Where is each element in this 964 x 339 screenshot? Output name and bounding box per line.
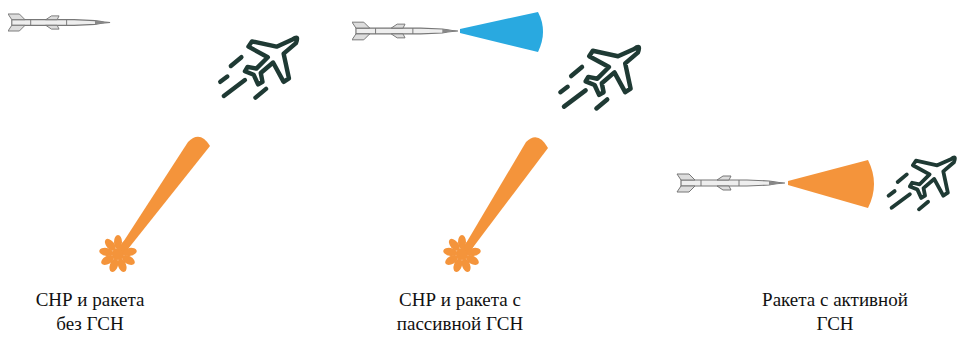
radar-station bbox=[443, 235, 482, 273]
caption-label: СНР и ракета с пассивной ГСН bbox=[389, 288, 531, 336]
aircraft bbox=[560, 47, 639, 108]
radar-beam bbox=[462, 137, 548, 254]
caption-label: Ракета с активной ГСН bbox=[761, 288, 909, 336]
active-seeker-beam bbox=[788, 160, 874, 208]
missile bbox=[8, 14, 110, 31]
missile bbox=[352, 22, 458, 40]
aircraft bbox=[889, 157, 955, 209]
passive-seeker-beam bbox=[460, 12, 543, 52]
aircraft bbox=[220, 38, 297, 98]
missile bbox=[677, 174, 785, 192]
caption-label: СНР и ракета без ГСН bbox=[35, 288, 146, 336]
radar-beam bbox=[118, 137, 210, 254]
radar-station bbox=[99, 235, 138, 273]
